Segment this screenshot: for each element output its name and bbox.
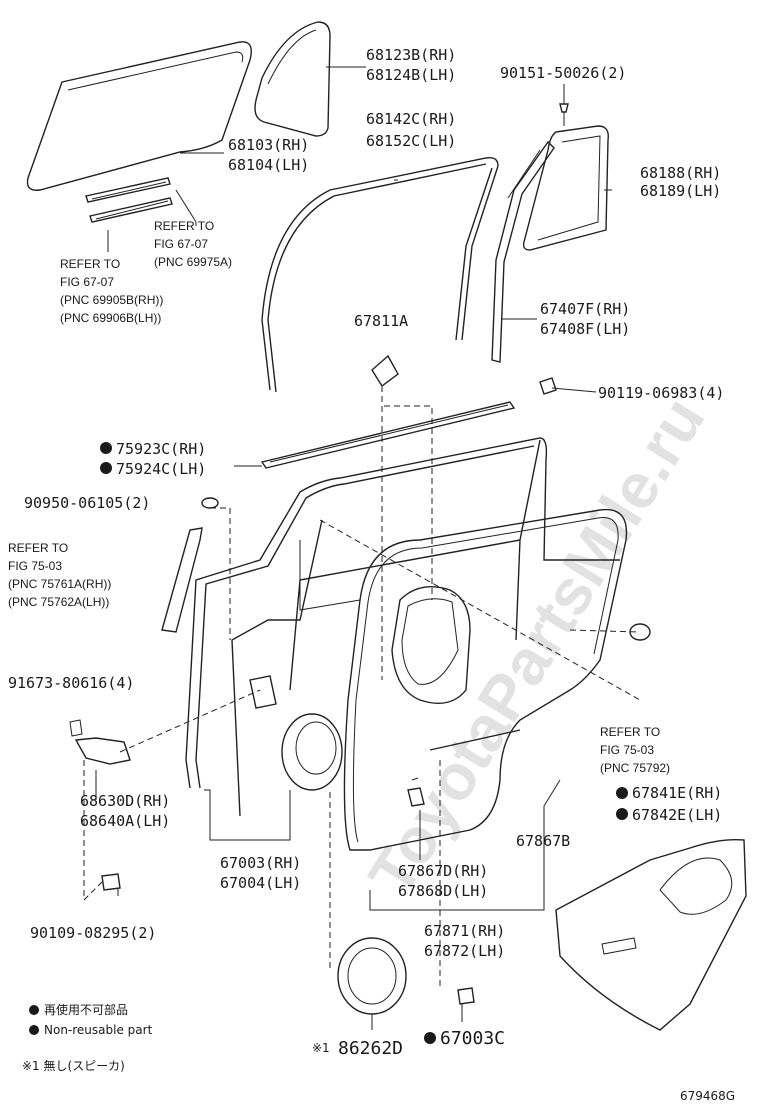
ref-69975A: REFER TO FIG 67-07 (PNC 69975A) xyxy=(154,219,232,269)
label-86262: 86262D xyxy=(338,1038,403,1059)
ref-75761A-line2: FIG 75-03 xyxy=(8,559,62,573)
fixed-quarter-glass-drawing[interactable] xyxy=(522,125,609,251)
label-75923: 75923C(RH) 75924C(LH) xyxy=(100,440,206,478)
label-68188-lh: 68189(LH) xyxy=(640,182,721,200)
ref-75792: REFER TO FIG 75-03 (PNC 75792) xyxy=(600,725,670,775)
ref-75761A-line4: (PNC 75762A(LH)) xyxy=(8,595,109,609)
label-68188-rh: 68188(RH) xyxy=(640,164,721,182)
label-67407-rh: 67407F(RH) xyxy=(540,300,630,318)
door-glass-drawing[interactable] xyxy=(26,41,252,191)
label-68630: 68630D(RH) 68640A(LH) xyxy=(80,792,170,830)
label-67841-lh: 67842E(LH) xyxy=(632,806,722,824)
label-67003C: 67003C xyxy=(424,1028,505,1049)
door-weatherstrip-drawing[interactable] xyxy=(343,508,628,851)
screw-90151-drawing[interactable] xyxy=(559,103,569,126)
label-68630-lh: 68640A(LH) xyxy=(80,812,170,830)
quarter-window-glass-drawing[interactable] xyxy=(254,21,331,137)
ref-69975A-line1: REFER TO xyxy=(154,219,214,233)
label-67867D: 67867D(RH) 67868D(LH) xyxy=(398,862,488,900)
label-67407-lh: 67408F(LH) xyxy=(540,320,630,338)
ref-75761A-line3: (PNC 75761A(RH)) xyxy=(8,577,111,591)
label-68142: 68142C(RH) 68152C(LH) xyxy=(366,110,456,150)
label-67003-lh: 67004(LH) xyxy=(220,874,301,892)
label-67003-rh: 67003(RH) xyxy=(220,854,301,872)
label-68103-rh: 68103(RH) xyxy=(228,136,309,154)
nonreusable-dot-67841 xyxy=(616,787,628,799)
legend-item-en: Non-reusable part xyxy=(44,1023,153,1037)
ref-69905B-line3: (PNC 69905B(RH)) xyxy=(60,293,163,307)
label-67867B: 67867B xyxy=(516,832,570,850)
label-67003: 67003(RH) 67004(LH) xyxy=(220,854,301,892)
nonreusable-dot-67003C xyxy=(424,1032,436,1044)
legend: 再使用不可部品 Non-reusable part ※1 無し(スピーカ) xyxy=(22,1002,153,1073)
label-75923-rh: 75923C(RH) xyxy=(116,440,206,458)
label-86262-mark: ※1 xyxy=(312,1041,330,1055)
label-68123-lh: 68124B(LH) xyxy=(366,66,456,84)
belt-weatherstrip-drawing[interactable] xyxy=(260,401,516,469)
label-90950: 90950-06105(2) xyxy=(24,494,150,512)
legend-dot-1 xyxy=(29,1005,39,1015)
speaker-drawing[interactable] xyxy=(337,937,407,1015)
label-67841: 67841E(RH) 67842E(LH) xyxy=(616,784,722,824)
label-75923-lh: 75924C(LH) xyxy=(116,460,206,478)
glass-channel-drawing[interactable] xyxy=(85,177,173,223)
label-68188: 68188(RH) 68189(LH) xyxy=(640,164,721,200)
molding-75761-drawing[interactable] xyxy=(161,527,203,633)
service-hole-cover-drawing[interactable] xyxy=(555,838,747,1031)
clip-67003C-drawing[interactable] xyxy=(457,987,475,1005)
label-67871: 67871(RH) 67872(LH) xyxy=(424,922,505,960)
watermark-text: ToyotaPartsMile.ru xyxy=(355,385,719,908)
hinge-drawing[interactable] xyxy=(69,719,131,765)
nonreusable-dot-75924 xyxy=(100,462,112,474)
ref-75761A: REFER TO FIG 75-03 (PNC 75761A(RH)) (PNC… xyxy=(8,541,111,609)
label-67841-rh: 67841E(RH) xyxy=(632,784,722,802)
label-91673: 91673-80616(4) xyxy=(8,674,134,692)
leader-lines xyxy=(95,66,612,1030)
legend-dot-2 xyxy=(29,1025,39,1035)
label-68103: 68103(RH) 68104(LH) xyxy=(228,136,309,174)
frame-molding-drawing[interactable] xyxy=(261,156,499,393)
ref-69905B-line1: REFER TO xyxy=(60,257,120,271)
ref-75761A-line1: REFER TO xyxy=(8,541,68,555)
label-67871-lh: 67872(LH) xyxy=(424,942,505,960)
label-90119: 90119-06983(4) xyxy=(598,384,724,402)
legend-item-jp: 再使用不可部品 xyxy=(44,1002,128,1017)
label-67003C: 67003C xyxy=(440,1028,505,1049)
ref-69905B-line2: FIG 67-07 xyxy=(60,275,114,289)
label-86262: ※1 86262D xyxy=(312,1038,403,1059)
nonreusable-dot-67842 xyxy=(616,808,628,820)
ref-75792-line2: FIG 75-03 xyxy=(600,743,654,757)
clip-67867D-drawing[interactable] xyxy=(407,777,425,807)
ref-75792-line1: REFER TO xyxy=(600,725,660,739)
division-bar-drawing[interactable] xyxy=(491,140,555,363)
label-68142-lh: 68152C(LH) xyxy=(366,132,456,150)
label-67871-rh: 67871(RH) xyxy=(424,922,505,940)
label-67867D-lh: 67868D(LH) xyxy=(398,882,488,900)
label-68630-rh: 68630D(RH) xyxy=(80,792,170,810)
ref-75792-line3: (PNC 75792) xyxy=(600,761,670,775)
label-68123-rh: 68123B(RH) xyxy=(366,46,456,64)
ref-69975A-line2: FIG 67-07 xyxy=(154,237,208,251)
label-67811A: 67811A xyxy=(354,312,408,330)
figure-code: 679468G xyxy=(680,1089,735,1103)
screw-90119-drawing[interactable] xyxy=(539,377,557,395)
cap-90950-drawing[interactable] xyxy=(201,497,219,509)
label-68123: 68123B(RH) 68124B(LH) xyxy=(366,46,456,84)
ref-69975A-line3: (PNC 69975A) xyxy=(154,255,232,269)
label-68103-lh: 68104(LH) xyxy=(228,156,309,174)
nonreusable-dot-75923 xyxy=(100,442,112,454)
ref-69905B-line4: (PNC 69906B(LH)) xyxy=(60,311,161,325)
legend-note: ※1 無し(スピーカ) xyxy=(22,1058,125,1073)
clip-67811A-drawing[interactable] xyxy=(371,354,399,388)
ref-69905B: REFER TO FIG 67-07 (PNC 69905B(RH)) (PNC… xyxy=(60,257,163,325)
bolt-90109-drawing[interactable] xyxy=(101,873,121,891)
label-90151: 90151-50026(2) xyxy=(500,64,626,82)
dashed-assembly-lines xyxy=(83,386,641,990)
label-90109: 90109-08295(2) xyxy=(30,924,156,942)
label-67407: 67407F(RH) 67408F(LH) xyxy=(540,300,630,338)
label-67867D-rh: 67867D(RH) xyxy=(398,862,488,880)
label-68142-rh: 68142C(RH) xyxy=(366,110,456,128)
